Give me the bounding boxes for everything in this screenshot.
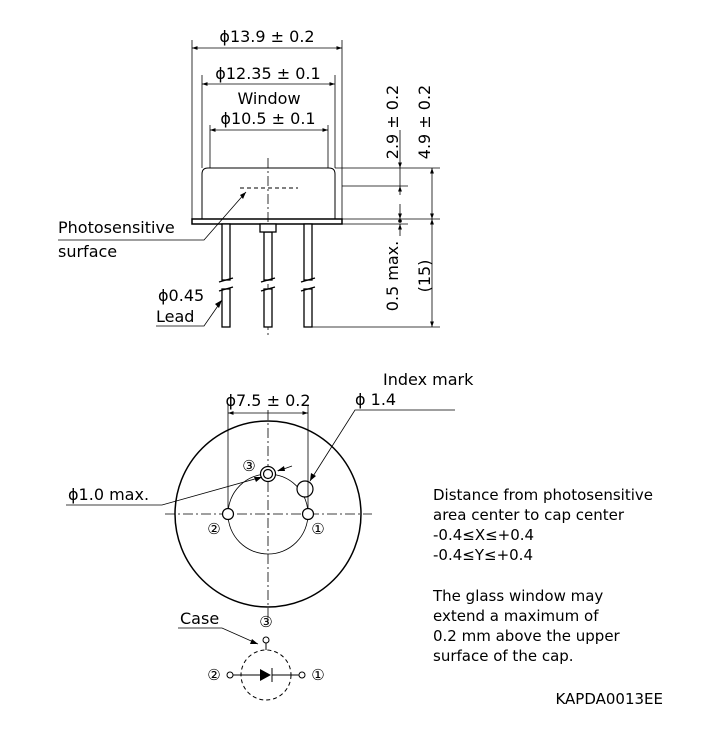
drawing-code: KAPDA0013EE	[555, 690, 663, 708]
pin-circle-diameter-dim: ϕ7.5 ± 0.2	[225, 391, 310, 410]
window-height-dim: 2.9 ± 0.2	[383, 85, 402, 159]
distance-note-line-1: Distance from photosensitive	[433, 486, 653, 504]
notes: Distance from photosensitive area center…	[432, 486, 663, 708]
outer-diameter-dim: ϕ13.9 ± 0.2	[219, 27, 314, 46]
total-height-dim: 4.9 ± 0.2	[415, 85, 434, 159]
pin-schematic: Case ③ ② ①	[178, 609, 325, 701]
pin-2-number: ②	[207, 520, 220, 538]
index-mark-diameter-dim: ϕ 1.4	[355, 390, 396, 409]
distance-note-line-2: area center to cap center	[433, 506, 625, 524]
distance-note-line-4: -0.4≤Y≤+0.4	[433, 546, 533, 564]
index-mark-label: Index mark	[383, 370, 474, 389]
glass-note-line-4: surface of the cap.	[433, 647, 574, 665]
lead-diameter-dim: ϕ0.45	[158, 286, 204, 305]
schematic-pin-3: ③	[259, 613, 272, 631]
schematic-pin-2: ②	[207, 666, 220, 684]
bottom-view: ③ ② ① ϕ7.5 ± 0.2 Index mark ϕ 1.4 ϕ1.0 m…	[66, 370, 474, 620]
pin-1-number: ①	[311, 520, 324, 538]
glass-note-line-1: The glass window may	[432, 587, 603, 605]
side-view: ϕ13.9 ± 0.2 ϕ12.35 ± 0.1 Window ϕ10.5 ± …	[58, 27, 440, 335]
index-mark	[296, 480, 314, 498]
flange	[191, 218, 343, 225]
photosensitive-surface-label-2: surface	[58, 242, 117, 261]
photosensitive-surface-label-1: Photosensitive	[58, 218, 175, 237]
pin-3-hole	[259, 465, 277, 483]
cap-body	[201, 167, 336, 219]
pin-2-hole	[221, 507, 235, 521]
distance-note-line-3: -0.4≤X≤+0.4	[433, 526, 534, 544]
window-label: Window	[237, 89, 300, 108]
case-label: Case	[180, 609, 219, 628]
lead-length-dim: (15)	[415, 260, 434, 293]
lead-label: Lead	[156, 307, 194, 326]
pin-1-hole	[301, 507, 315, 521]
pin-3-number: ③	[242, 457, 255, 475]
hole-diameter-dim: ϕ1.0 max.	[68, 485, 149, 504]
cap-diameter-dim: ϕ12.35 ± 0.1	[215, 64, 320, 83]
window-diameter-dim: ϕ10.5 ± 0.1	[220, 109, 315, 128]
schematic-pin-1: ①	[311, 666, 324, 684]
leads	[221, 223, 313, 328]
glass-note-line-3: 0.2 mm above the upper	[433, 627, 621, 645]
flange-thickness-dim: 0.5 max.	[383, 241, 402, 311]
diode-symbol	[260, 669, 271, 681]
glass-note-line-2: extend a maximum of	[433, 607, 599, 625]
